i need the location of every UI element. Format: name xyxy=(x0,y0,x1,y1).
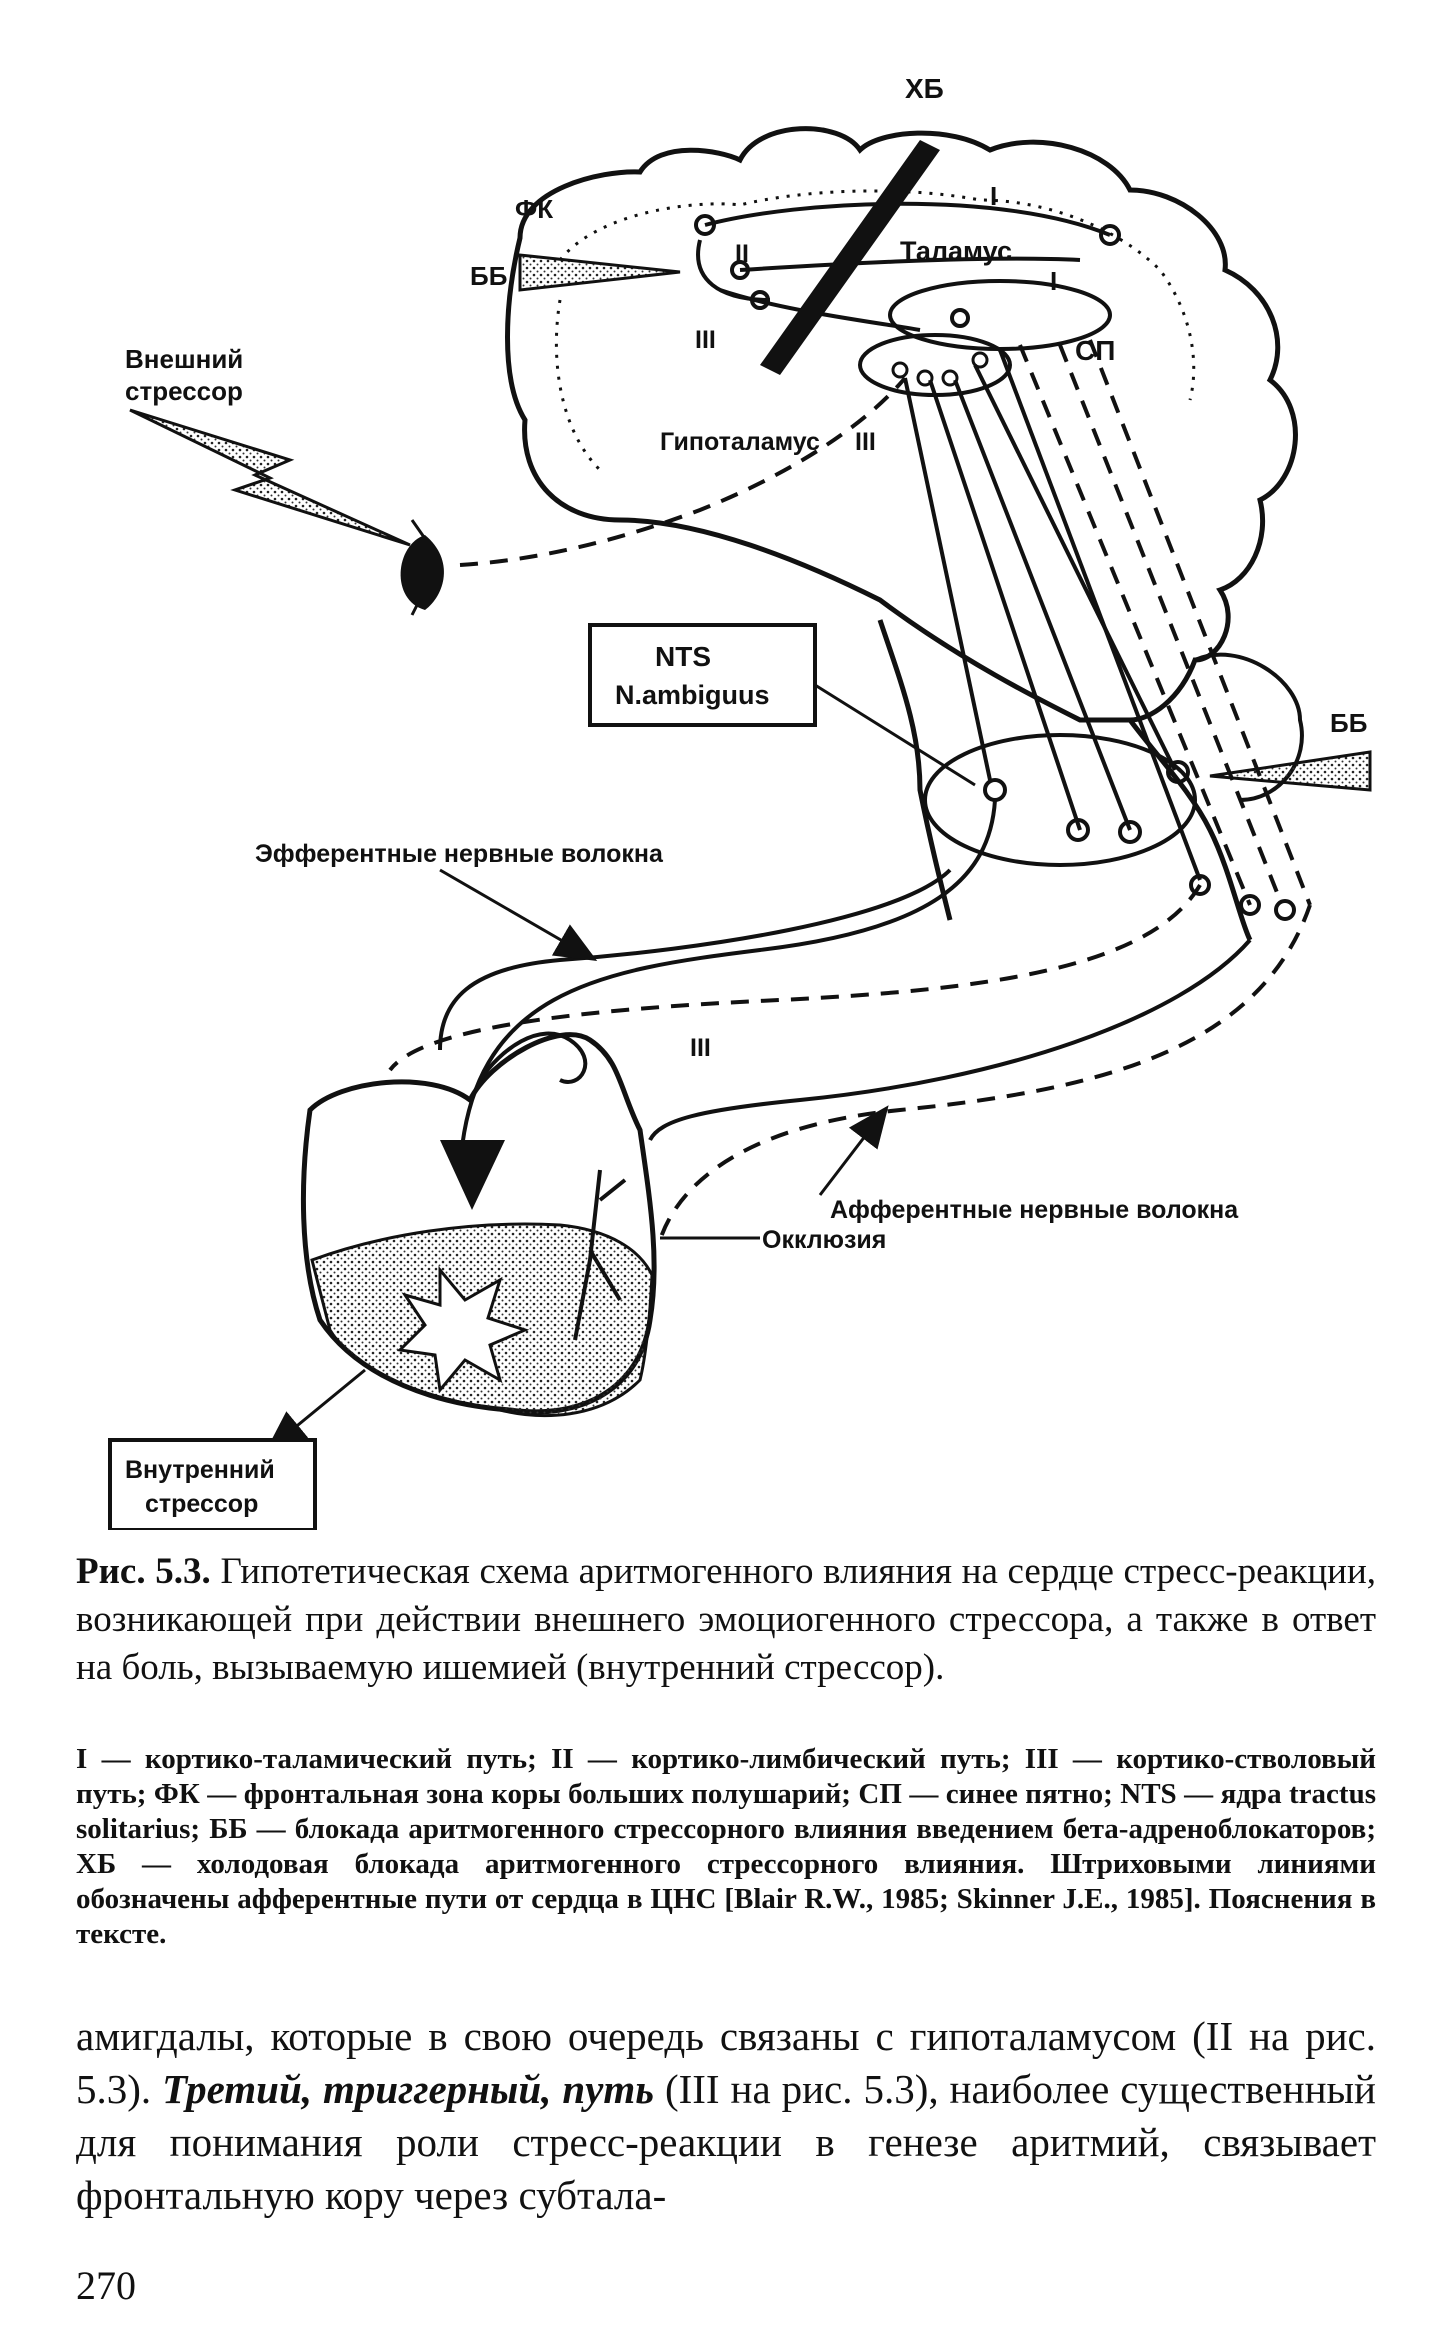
figure-diagram: ХБ ФК ББ Таламус Гипоталамус III СП I I … xyxy=(108,73,1372,1530)
internal-stressor-pointer xyxy=(265,1368,366,1452)
figure-reference: Рис. 5.3. xyxy=(76,1551,211,1592)
synapse xyxy=(983,778,1007,802)
label-nts-2: N.ambiguus xyxy=(615,680,770,710)
internal-stressor-box xyxy=(108,1438,317,1530)
bb-wedge-top xyxy=(518,253,681,292)
spinal-cord-upper xyxy=(438,868,952,1051)
efferent-pointer xyxy=(439,868,598,962)
synapse xyxy=(694,214,716,236)
cold-block-bar xyxy=(760,140,940,375)
efferent-triangle xyxy=(440,1140,505,1210)
medulla-ellipse xyxy=(923,733,1197,867)
figure-caption: Рис. 5.3. Гипотетическая схема аритмоген… xyxy=(76,1548,1376,1692)
label-path-III-left: III xyxy=(695,326,716,354)
label-internal-stressor-1: Внутренний xyxy=(125,1456,275,1484)
afferent-pointer xyxy=(818,1105,889,1196)
bb-wedge-right xyxy=(1209,750,1372,792)
label-internal-stressor-2: стрессор xyxy=(145,1490,258,1518)
label-occlusion: Окклюзия xyxy=(762,1226,886,1254)
descending-dashed xyxy=(1018,339,1312,906)
eye-to-hypothalamus xyxy=(459,376,907,567)
pain-burst xyxy=(396,1265,530,1394)
synapse xyxy=(971,351,989,369)
coronary-artery xyxy=(573,1169,627,1341)
label-path-III-hypo: III xyxy=(855,428,876,456)
synapse xyxy=(1066,818,1090,842)
synapse xyxy=(1099,224,1121,246)
synapse xyxy=(1189,874,1211,896)
label-path-III-lower: III xyxy=(690,1034,711,1062)
synapse xyxy=(1274,899,1296,921)
lightning-icon xyxy=(129,408,411,547)
synapse xyxy=(891,361,909,379)
label-path-II: II xyxy=(735,240,749,268)
synapse xyxy=(730,260,750,280)
label-external-stressor-2: стрессор xyxy=(125,376,243,406)
label-nts-1: NTS xyxy=(655,641,711,672)
label-path-I-mid: I xyxy=(1050,266,1057,296)
body-text-emphasis: Третий, триггерный, путь xyxy=(162,2066,654,2112)
afferent-dashed-1 xyxy=(388,883,1202,1072)
page-number: 270 xyxy=(76,2263,136,2308)
body-text-part-1: амигдалы, которые в свою очередь связаны… xyxy=(76,2013,1376,2112)
afferent-dashed-2 xyxy=(658,904,1312,1241)
label-thalamus: Таламус xyxy=(900,236,1012,266)
eye-icon xyxy=(400,535,444,610)
nts-box xyxy=(588,623,817,727)
label-hypothalamus: Гипоталамус xyxy=(660,428,820,456)
label-path-I-top: I xyxy=(990,181,997,211)
label-external-stressor-1: Внешний xyxy=(125,344,243,374)
brain-outline xyxy=(505,126,1298,723)
brainstem-right xyxy=(1128,718,1253,942)
heart-outline xyxy=(300,1032,657,1415)
figure-caption-title: Гипотетическая схема аритмогенного влиян… xyxy=(76,1551,1377,1688)
body-paragraph: амигдалы, которые в свою очередь связаны… xyxy=(76,2010,1376,2222)
synapse xyxy=(1118,820,1142,844)
brain-inner-dotted-2 xyxy=(554,299,602,472)
synapse xyxy=(916,369,934,387)
synapse xyxy=(750,290,770,310)
synapse xyxy=(1166,760,1190,784)
efferent-fiber xyxy=(458,799,997,1171)
body-text-part-2: (III на рис. 5.3), наиболее существенный… xyxy=(76,2066,1376,2218)
label-fk: ФК xyxy=(515,194,553,224)
descending-pathways xyxy=(903,349,1202,881)
figure-legend: I — кортико-таламический путь; II — корт… xyxy=(76,1743,1376,1950)
path-I-lower xyxy=(739,256,1081,272)
label-sp: СП xyxy=(1075,335,1115,366)
label-bb-top: ББ xyxy=(470,261,507,291)
label-afferent: Афферентные нервные волокна xyxy=(830,1196,1239,1224)
spinal-cord-lower xyxy=(648,938,1252,1142)
path-I xyxy=(704,201,1111,237)
label-bb-right: ББ xyxy=(1330,708,1367,738)
synapse xyxy=(941,369,959,387)
brain-inner-dotted xyxy=(558,189,1196,401)
synapse xyxy=(1239,894,1261,916)
aorta xyxy=(478,1031,588,1084)
label-efferent: Эфферентные нервные волокна xyxy=(255,840,664,868)
cerebellum xyxy=(1194,652,1304,802)
synapse xyxy=(950,308,970,328)
label-hb: ХБ xyxy=(905,73,944,104)
